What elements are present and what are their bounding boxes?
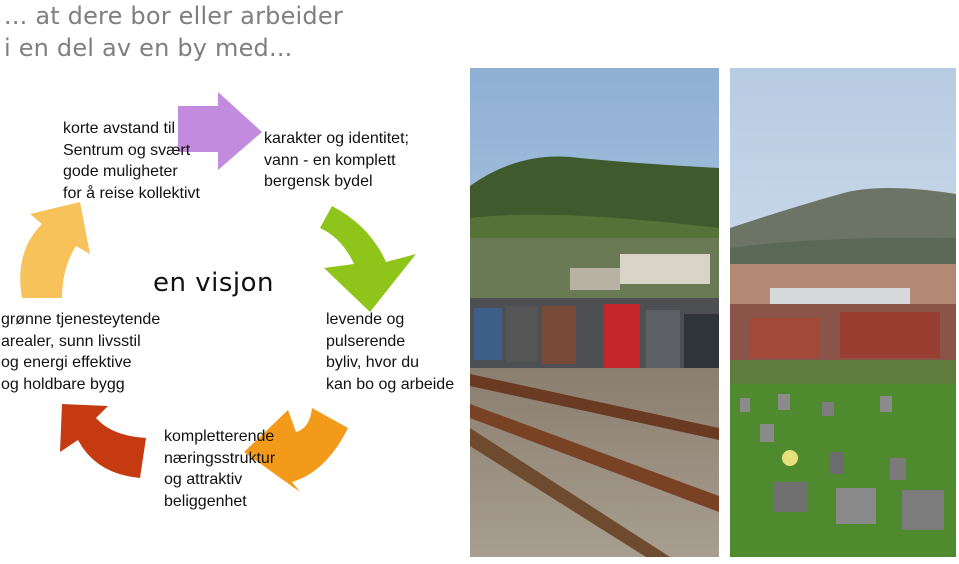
cycle-text-urban-life: levende og pulserende byliv, hvor du kan… [326, 311, 455, 393]
arrow-purple-icon [178, 92, 262, 170]
arrow-green-icon [320, 206, 416, 312]
title-line-2: i en del av en by med... [4, 34, 293, 62]
vision-label: en visjon [153, 268, 275, 298]
cycle-text-character: karakter og identitet; vann - en komplet… [264, 130, 409, 190]
photo-railway [470, 68, 719, 557]
arrow-red-icon [60, 404, 146, 478]
cycle-text-business: kompletterende næringsstruktur og attrak… [164, 428, 276, 510]
title-line-1: ... at dere bor eller arbeider [4, 2, 343, 30]
page-title: ... at dere bor eller arbeider i en del … [4, 0, 343, 64]
arrow-orange-icon [244, 408, 348, 492]
cycle-text-green: grønne tjenesteytende arealer, sunn livs… [1, 311, 161, 393]
arrow-yellow-icon [20, 202, 90, 298]
cycle-text-transit: korte avstand til Sentrum og svært gode … [63, 120, 200, 202]
photo-cemetery [730, 68, 956, 557]
cycle-arrows [20, 92, 416, 492]
